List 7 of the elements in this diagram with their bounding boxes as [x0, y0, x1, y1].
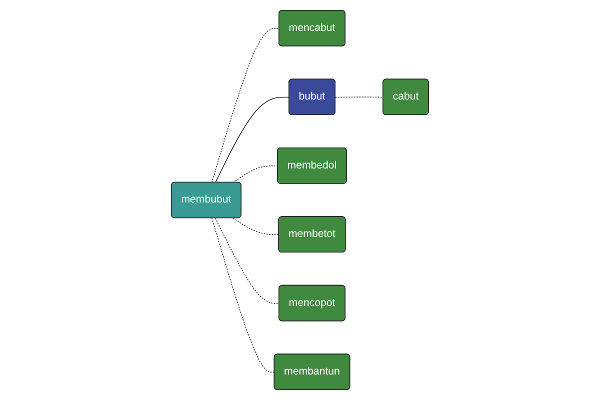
connector — [212, 218, 275, 372]
connector — [335, 96, 384, 98]
connector — [215, 218, 280, 304]
connector — [212, 28, 280, 183]
connector — [232, 218, 280, 236]
connector — [232, 166, 278, 183]
connector — [215, 96, 290, 183]
